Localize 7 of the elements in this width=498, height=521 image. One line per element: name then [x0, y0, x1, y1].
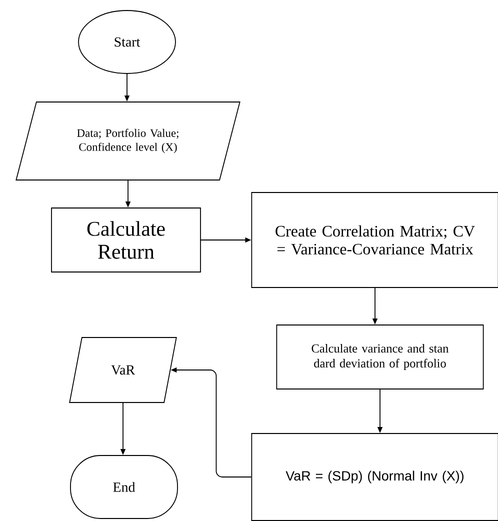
output-parallelogram: VaR — [69, 337, 177, 403]
process-box: VaR = (SDp) (Normal Inv (X)) — [251, 433, 498, 521]
end-terminal: End — [70, 455, 178, 519]
process-box: Calculate Return — [51, 208, 201, 272]
input-parallelogram: Data; Portfolio Value; Confidence level (X) — [16, 102, 240, 180]
process-box: Calculate variance and stan dard deviation of portfolio — [276, 324, 484, 390]
process-box: Create Correlation Matrix; CV = Variance-Covariance Matrix — [251, 192, 498, 288]
